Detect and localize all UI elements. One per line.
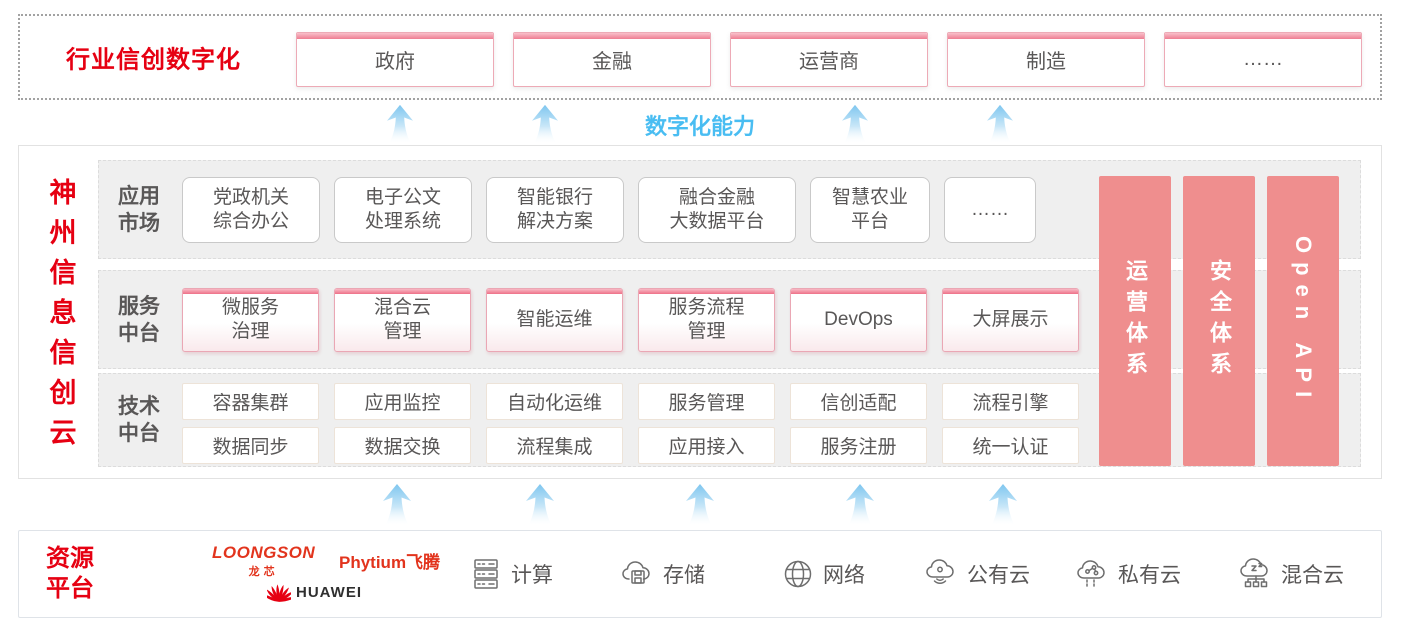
industry-card-list: 政府 金融 运营商 制造 …… xyxy=(296,32,1362,87)
loongson-logo: LOONGSON 龙芯 xyxy=(212,543,315,579)
up-arrow-icon xyxy=(846,484,874,526)
resource-platform-label: 资源 平台 xyxy=(46,545,94,602)
resource-private-cloud: 私有云 xyxy=(1073,554,1181,594)
app-card: 智能银行 解决方案 xyxy=(486,177,624,243)
app-card: 融合金融 大数据平台 xyxy=(638,177,796,243)
up-arrow-icon xyxy=(383,484,411,526)
sidebar-security-system: 安全体系 xyxy=(1183,176,1255,466)
service-card: 大屏展示 xyxy=(942,288,1079,352)
tech-card: 流程引擎 xyxy=(942,383,1079,420)
tech-platform-items-top: 容器集群 应用监控 自动化运维 服务管理 信创适配 流程引擎 xyxy=(182,383,1079,420)
up-arrow-icon xyxy=(686,484,714,526)
service-platform-row: 服务 中台 微服务 治理 混合云 管理 智能运维 服务流程 管理 DevOps … xyxy=(98,270,1361,369)
industry-card-label: …… xyxy=(1243,48,1283,70)
cloud-platform-panel: 神州信息信创云 应用 市场 党政机关 综合办公 电子公文 处理系统 智能银行 解… xyxy=(18,145,1382,479)
tech-platform-row: 技术 中台 容器集群 应用监控 自动化运维 服务管理 信创适配 流程引擎 数据同… xyxy=(98,373,1361,467)
public-cloud-icon xyxy=(926,559,954,584)
resource-platform-panel: 资源 平台 LOONGSON 龙芯 Phytium飞腾 HUAWEI xyxy=(18,530,1382,618)
app-card: 党政机关 综合办公 xyxy=(182,177,320,243)
sidebar-operation-system: 运营体系 xyxy=(1099,176,1171,466)
service-platform-items: 微服务 治理 混合云 管理 智能运维 服务流程 管理 DevOps 大屏展示 xyxy=(182,288,1079,352)
huawei-wordmark: HUAWEI xyxy=(296,583,362,601)
service-card: 微服务 治理 xyxy=(182,288,319,352)
resource-label: 存储 xyxy=(663,564,705,587)
tech-card: 服务管理 xyxy=(638,383,775,420)
huawei-logo: HUAWEI xyxy=(267,580,362,604)
up-arrow-icon xyxy=(526,484,554,526)
resource-label: 混合云 xyxy=(1281,564,1344,587)
industry-card-label: 制造 xyxy=(1026,51,1066,73)
industry-card-label: 政府 xyxy=(375,51,415,73)
industry-card-label: 金融 xyxy=(592,51,632,73)
service-card: DevOps xyxy=(790,288,927,352)
banner-title: 行业信创数字化 xyxy=(66,46,241,74)
up-arrow-icon xyxy=(386,104,414,144)
industry-card-finance: 金融 xyxy=(513,32,711,87)
up-arrow-icon xyxy=(986,104,1014,144)
row-label-service-platform: 服务 中台 xyxy=(118,294,160,345)
phytium-logo: Phytium飞腾 xyxy=(339,553,441,572)
app-card: 智慧农业 平台 xyxy=(810,177,930,243)
tech-card: 信创适配 xyxy=(790,383,927,420)
tech-card: 服务注册 xyxy=(790,427,927,464)
service-card: 混合云 管理 xyxy=(334,288,471,352)
resource-label: 公有云 xyxy=(967,564,1030,587)
row-label-tech-platform: 技术 中台 xyxy=(118,395,160,445)
industry-card-operator: 运营商 xyxy=(730,32,928,87)
resource-network: 网络 xyxy=(778,554,865,594)
row-label-app-market: 应用 市场 xyxy=(118,184,160,235)
service-card: 智能运维 xyxy=(486,288,623,352)
tech-card: 容器集群 xyxy=(182,383,319,420)
industry-card-more: …… xyxy=(1164,32,1362,87)
industry-card-government: 政府 xyxy=(296,32,494,87)
resource-compute: 计算 xyxy=(466,554,553,594)
capability-label: 数字化能力 xyxy=(644,114,755,139)
tech-card: 自动化运维 xyxy=(486,383,623,420)
up-arrow-icon xyxy=(989,484,1017,526)
tech-card: 应用监控 xyxy=(334,383,471,420)
resource-label: 网络 xyxy=(823,564,865,587)
compute-server-icon xyxy=(474,559,498,589)
industry-card-manufacturing: 制造 xyxy=(947,32,1145,87)
huawei-flower-icon xyxy=(267,584,291,602)
private-cloud-icon xyxy=(1077,560,1105,587)
industry-digitalization-banner: 行业信创数字化 政府 金融 运营商 制造 …… xyxy=(18,14,1382,100)
up-arrow-icon xyxy=(841,104,869,144)
loongson-wordmark: LOONGSON xyxy=(212,543,316,562)
industry-card-label: 运营商 xyxy=(799,51,859,73)
hybrid-cloud-icon xyxy=(1240,558,1268,588)
up-arrow-icon xyxy=(531,104,559,144)
tech-platform-items-bottom: 数据同步 数据交换 流程集成 应用接入 服务注册 统一认证 xyxy=(182,427,1079,464)
tech-card: 数据交换 xyxy=(334,427,471,464)
platform-vertical-title: 神州信息信创云 xyxy=(45,178,76,458)
resource-label: 计算 xyxy=(511,564,553,587)
sidebar-open-api: Open API xyxy=(1267,176,1339,466)
tech-card: 流程集成 xyxy=(486,427,623,464)
app-card: 电子公文 处理系统 xyxy=(334,177,472,243)
app-market-row: 应用 市场 党政机关 综合办公 电子公文 处理系统 智能银行 解决方案 融合金融… xyxy=(98,160,1361,259)
sidebar-label: 运营体系 xyxy=(1123,259,1148,383)
resource-public-cloud: 公有云 xyxy=(922,554,1030,594)
app-market-items: 党政机关 综合办公 电子公文 处理系统 智能银行 解决方案 融合金融 大数据平台… xyxy=(182,177,1036,243)
tech-card: 数据同步 xyxy=(182,427,319,464)
loongson-cn-wordmark: 龙芯 xyxy=(248,566,279,578)
storage-cloud-icon xyxy=(622,561,650,584)
network-globe-icon xyxy=(784,560,812,588)
sidebar-label: Open API xyxy=(1291,235,1316,407)
tech-card: 应用接入 xyxy=(638,427,775,464)
tech-card: 统一认证 xyxy=(942,427,1079,464)
resource-label: 私有云 xyxy=(1118,564,1181,587)
sidebar-label: 安全体系 xyxy=(1207,259,1232,383)
service-card: 服务流程 管理 xyxy=(638,288,775,352)
app-card-more: …… xyxy=(944,177,1036,243)
resource-storage: 存储 xyxy=(618,554,705,594)
resource-hybrid-cloud: 混合云 xyxy=(1236,554,1344,594)
